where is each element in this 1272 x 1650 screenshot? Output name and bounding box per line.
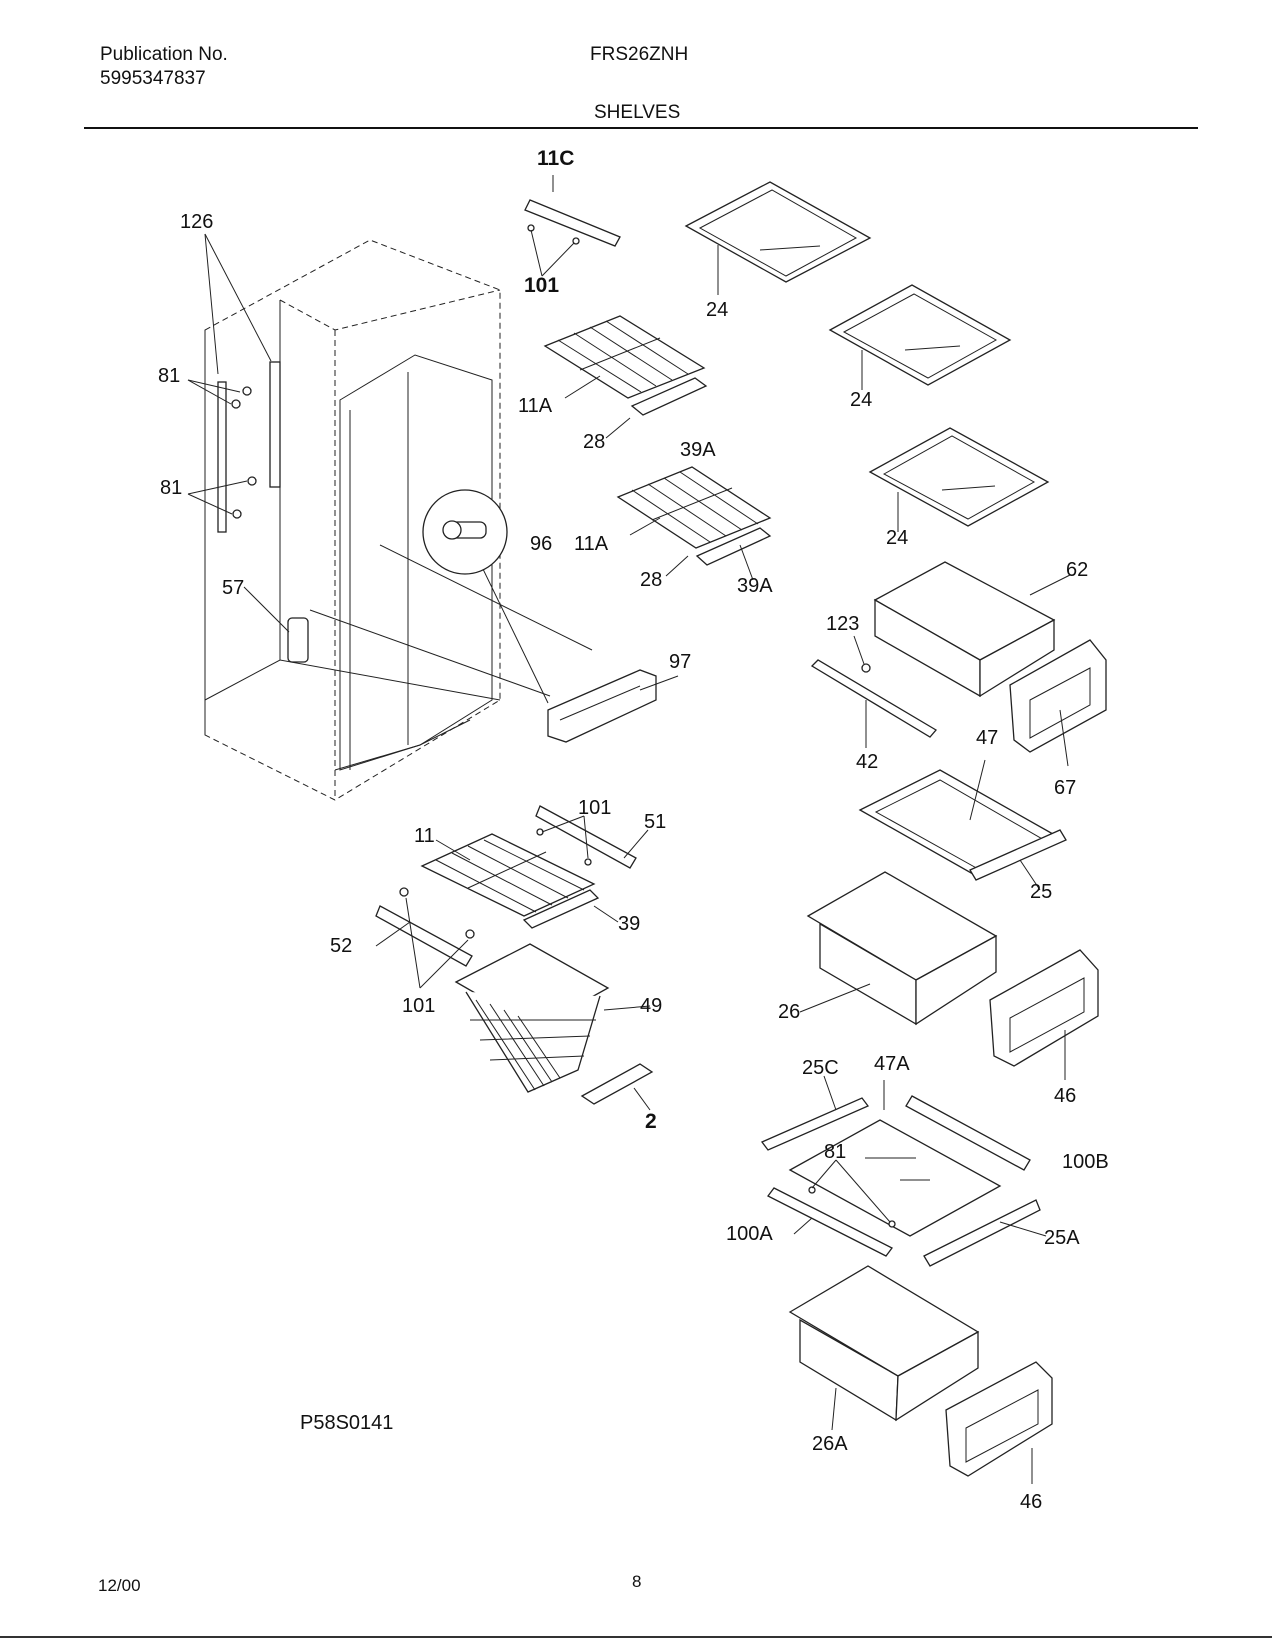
label-81-c: 81: [824, 1141, 846, 1163]
cabinet-leaders: [187, 233, 593, 704]
label-123: 123: [826, 613, 859, 635]
cabinet-rails: [217, 361, 281, 533]
crisper-cover-47: [858, 759, 1067, 891]
drawer-26: [799, 871, 998, 1026]
publication-number: 5995347837: [100, 68, 206, 89]
glass-shelf-24-mid: [828, 284, 1012, 390]
label-96: 96: [530, 533, 552, 555]
glass-shelf-24-low: [868, 427, 1050, 532]
label-101-mid: 101: [578, 797, 611, 819]
label-51: 51: [644, 811, 666, 833]
drawer-62: [873, 561, 1071, 698]
label-67: 67: [1054, 777, 1076, 799]
label-24-1: 24: [706, 299, 728, 321]
label-26: 26: [778, 1001, 800, 1023]
model-number: FRS26ZNH: [590, 44, 689, 65]
part-96-inset: [422, 489, 508, 575]
label-100a: 100A: [726, 1223, 773, 1245]
label-25a: 25A: [1044, 1227, 1080, 1249]
label-39a-1: 39A: [680, 439, 716, 461]
drawer-26a: [788, 1265, 980, 1431]
header-rule: [84, 127, 1198, 129]
label-52: 52: [330, 935, 352, 957]
label-46-2: 46: [1020, 1491, 1042, 1513]
footer-rule: [0, 1636, 1272, 1638]
label-57: 57: [222, 577, 244, 599]
label-47a: 47A: [874, 1053, 910, 1075]
label-126: 126: [180, 211, 213, 233]
publication-label: Publication No.: [100, 44, 228, 65]
label-46-1: 46: [1054, 1085, 1076, 1107]
label-39a-2: 39A: [737, 575, 773, 597]
part-97: [547, 669, 679, 743]
cover-67: [1009, 639, 1107, 767]
label-42: 42: [856, 751, 878, 773]
bracket-52: [375, 887, 475, 989]
basket-49: [454, 943, 651, 1093]
label-101-top: 101: [524, 274, 559, 297]
label-28-1: 28: [583, 431, 605, 453]
section-title: SHELVES: [594, 102, 681, 123]
label-62: 62: [1066, 559, 1088, 581]
label-11c: 11C: [537, 147, 574, 170]
wire-shelf-11: [420, 833, 619, 929]
label-11a-1: 11A: [518, 395, 553, 417]
page-number: 8: [632, 1572, 642, 1591]
part-labels: 11C 101 126 81 81 57 11A 28 39A 96 11A 2…: [158, 147, 1109, 1513]
screws-81: [231, 386, 257, 519]
label-81-b: 81: [160, 477, 182, 499]
label-28-2: 28: [640, 569, 662, 591]
part-11c: [524, 175, 621, 277]
rail-42: [810, 635, 937, 748]
label-81-a: 81: [158, 365, 180, 387]
label-97: 97: [669, 651, 691, 673]
wire-shelf-11a-upper: [543, 315, 708, 439]
label-47: 47: [976, 727, 998, 749]
label-26a: 26A: [812, 1433, 848, 1455]
cover-46-lower: [945, 1361, 1053, 1484]
bracket-51: [535, 805, 649, 869]
label-25c: 25C: [802, 1057, 839, 1079]
label-11a-2: 11A: [574, 533, 609, 555]
crisper-tray-assembly: [760, 1075, 1047, 1267]
label-49: 49: [640, 995, 662, 1017]
cover-46-upper: [989, 949, 1099, 1080]
part-57: [287, 617, 309, 663]
label-11: 11: [414, 825, 435, 847]
label-2: 2: [645, 1110, 657, 1133]
label-24-3: 24: [886, 527, 908, 549]
drawing-id: P58S0141: [300, 1412, 394, 1434]
handle-2: [580, 1063, 654, 1111]
label-101-low: 101: [402, 995, 435, 1017]
label-24-2: 24: [850, 389, 872, 411]
glass-shelf-24-top: [684, 181, 872, 295]
wire-shelf-11a-lower: [616, 466, 772, 581]
publication-date: 12/00: [98, 1576, 141, 1595]
label-25: 25: [1030, 881, 1052, 903]
label-100b: 100B: [1062, 1151, 1109, 1173]
label-39: 39: [618, 913, 640, 935]
